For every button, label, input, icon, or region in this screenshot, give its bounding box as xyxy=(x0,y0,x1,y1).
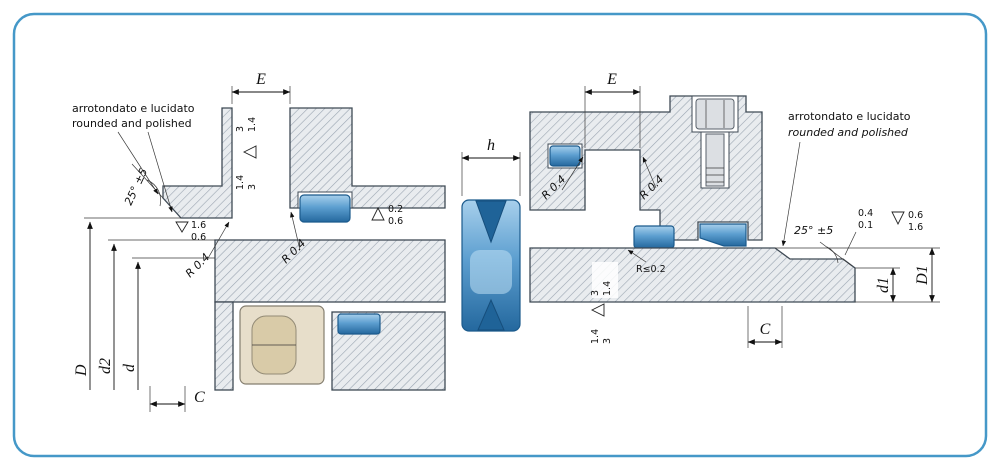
piston-seal-element xyxy=(337,313,381,335)
seal-profile-bottom-lip xyxy=(477,298,505,331)
screw-shank xyxy=(705,133,725,187)
seal-profile-top-lip xyxy=(475,200,507,244)
note-english: rounded and polished xyxy=(788,126,909,139)
note-leader-line xyxy=(147,131,173,213)
surface-finish-icon xyxy=(242,145,257,159)
piston-left-wall xyxy=(214,301,234,391)
radius-label: R 0.4 xyxy=(183,251,212,280)
radius-leader-line xyxy=(561,156,584,191)
dim-c-label: C xyxy=(194,389,205,406)
dim-d2-label: d2 xyxy=(97,358,114,374)
groove-seal-element xyxy=(299,194,351,223)
finish-shaft-bottom: 1.6 xyxy=(908,222,923,233)
dim-d1-label: d1 xyxy=(875,277,892,293)
dim-D1-label: D1 xyxy=(914,265,931,286)
angle-label: 25° ±5 xyxy=(794,224,833,237)
chamfer-extension-line xyxy=(819,241,853,267)
rod-shaft xyxy=(529,247,856,303)
housing-right-section xyxy=(289,107,446,209)
note-english: rounded and polished xyxy=(72,117,192,130)
surface-finish-icon xyxy=(590,303,605,317)
note-italian: arrotondato e lucidato xyxy=(72,102,195,115)
finish-bore-top: 0.2 xyxy=(388,204,403,215)
finish-wall-a-bottom: 1.4 xyxy=(602,281,613,296)
finish-halo xyxy=(592,262,618,298)
finish-shaft-top: 0.6 xyxy=(908,210,923,221)
seal-profile-highlight xyxy=(470,250,512,294)
dim-e-label: E xyxy=(255,71,266,88)
surface-finish-icon xyxy=(175,221,189,233)
housing-left-section xyxy=(162,107,233,219)
radius-leader-line xyxy=(627,249,647,263)
dim-D-label: D xyxy=(73,364,90,377)
finish-wall-a-top: 3 xyxy=(235,126,246,132)
finish-wall-b-bottom: 3 xyxy=(602,338,613,344)
finish-chamfer-top: 1.6 xyxy=(191,220,206,231)
dim-d-label: d xyxy=(121,363,138,372)
finish-wall-a-top: 3 xyxy=(590,290,601,296)
dim-c-label: C xyxy=(760,321,771,338)
left-view: E 3 1.4 1.4 3 0.2 0.6 1.6 0.6 25° ±5 arr… xyxy=(72,71,446,412)
pocket-seal-element xyxy=(549,145,581,167)
radius-leader-line xyxy=(206,221,230,261)
finish-wall-a-bottom: 1.4 xyxy=(247,117,258,132)
surface-finish-icon xyxy=(371,206,385,221)
dim-h-label: h xyxy=(487,137,495,154)
finish-leader-line xyxy=(844,231,857,256)
wiper-seal-element xyxy=(699,223,747,247)
angle-label: 25° ±5 xyxy=(122,166,150,207)
finish-wall-b-bottom: 3 xyxy=(247,184,258,190)
note-leader-line xyxy=(781,141,801,247)
screw-head xyxy=(695,98,735,130)
dim-e-label: E xyxy=(606,71,617,88)
piston-body xyxy=(214,239,446,303)
radius-leader-line xyxy=(290,211,301,251)
surface-finish-icon xyxy=(891,211,905,226)
radius-leader-line xyxy=(642,156,657,189)
finish-chamfer-bottom: 0.6 xyxy=(191,232,206,243)
right-view: E R 0.4 R 0.4 R≤0.2 3 1.4 1.4 3 arrotond… xyxy=(529,71,940,348)
finish-wall-b-top: 1.4 xyxy=(235,175,246,190)
note-italian: arrotondato e lucidato xyxy=(788,110,911,123)
seal-profile-view: h xyxy=(461,137,521,332)
finish-chamfer-top: 0.4 xyxy=(858,208,873,219)
angle-arc xyxy=(826,246,839,264)
finish-wall-b-top: 1.4 xyxy=(590,329,601,344)
page-border xyxy=(12,12,988,458)
finish-bore-bottom: 0.6 xyxy=(388,216,403,227)
radius-shaft-label: R≤0.2 xyxy=(636,264,666,275)
finish-chamfer-bottom: 0.1 xyxy=(858,220,873,231)
rod-seal-element xyxy=(633,225,675,249)
note-leader-line xyxy=(117,131,159,195)
